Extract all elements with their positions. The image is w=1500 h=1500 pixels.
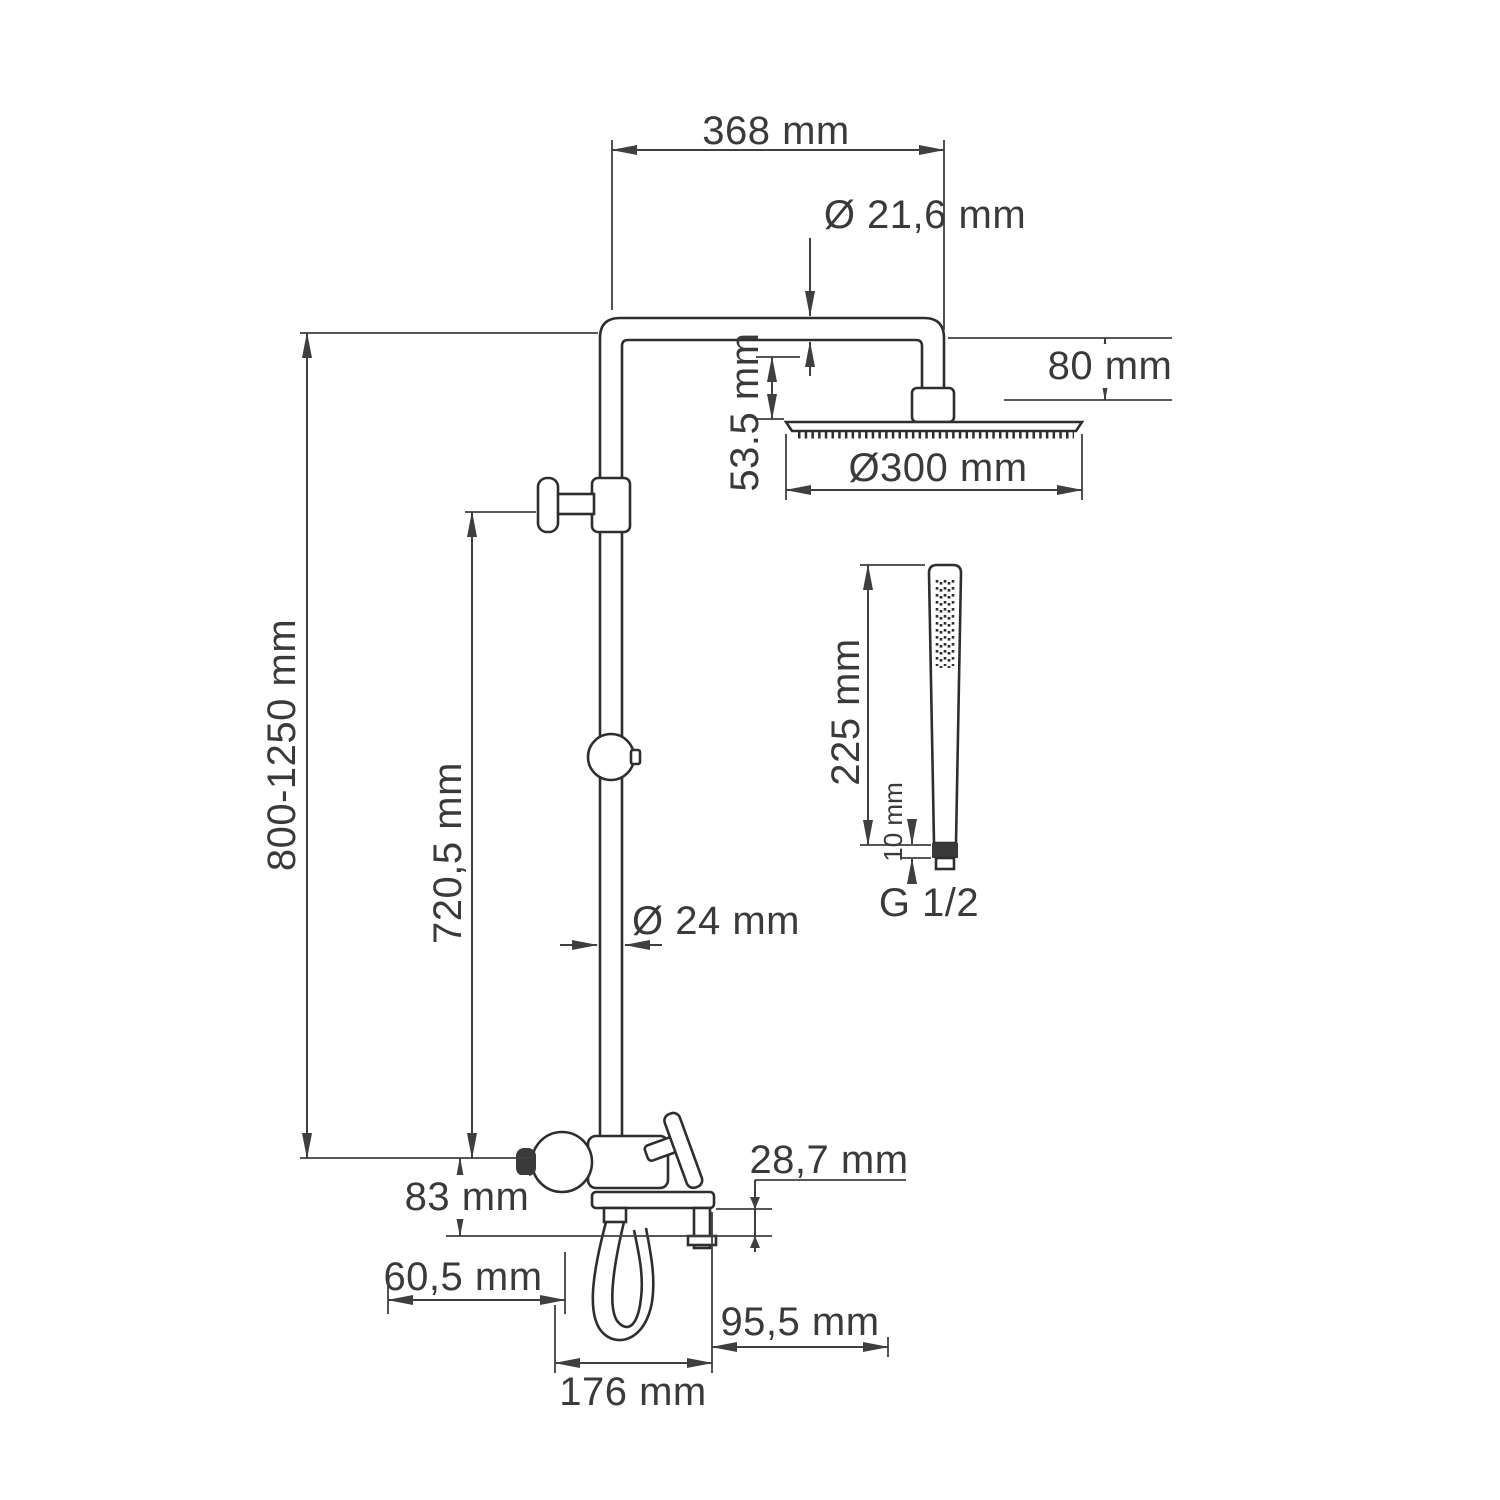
- pipe-inner-edge: [620, 338, 924, 1140]
- dimension-column-pipe-diameter: Ø 24 mm: [560, 899, 800, 950]
- dim-label: 80 mm: [1048, 344, 1173, 388]
- slider-holder-ring: [586, 732, 636, 782]
- dim-label: Ø 24 mm: [632, 899, 800, 943]
- dim-label: Ø300 mm: [848, 446, 1027, 490]
- dim-label: Ø 21,6 mm: [824, 193, 1026, 237]
- dim-label: 368 mm: [702, 109, 850, 153]
- wall-knob: [516, 1148, 536, 1176]
- dim-label: 95,5 mm: [720, 1300, 879, 1344]
- diverter-cap: [536, 476, 560, 534]
- diverter-stem: [554, 492, 596, 516]
- dimension-mixer-depth: 95,5 mm: [711, 1300, 889, 1357]
- mixer-assembly: [516, 1111, 718, 1342]
- mixer-lever-handle: [643, 1111, 704, 1190]
- slider-holder: [586, 732, 642, 782]
- thread-label: G 1/2: [879, 881, 979, 925]
- dimension-arm-pipe-diameter: Ø 21,6 mm: [805, 193, 1026, 376]
- dimension-head-diameter: Ø300 mm: [785, 434, 1083, 500]
- dim-label: 176 mm: [559, 1370, 707, 1414]
- hand-shower-handle: [927, 563, 963, 845]
- slider-holder-clamp: [629, 748, 642, 766]
- wall-flange: [530, 1130, 594, 1194]
- diverter-knob: [536, 476, 632, 534]
- dim-label: 83 mm: [405, 1175, 530, 1219]
- label-backing: [1046, 344, 1174, 388]
- hand-shower-spray-dots: [935, 580, 955, 668]
- dimension-arm-width: 368 mm: [611, 109, 945, 330]
- lever-blade: [663, 1111, 704, 1190]
- shower-column-pipe: [598, 316, 946, 1140]
- hose-connector: [602, 1206, 628, 1224]
- hand-shower-thread-nub: [934, 856, 956, 871]
- arrow-down: [750, 1197, 760, 1209]
- dimension-column-lower-section: 720,5 mm: [426, 511, 536, 1159]
- dimension-hand-shower-connector: 10 mm: [878, 782, 931, 884]
- dim-label: 10 mm: [878, 782, 908, 861]
- dimension-column-height: 800-1250 mm: [260, 332, 598, 1159]
- head-connector-nut: [910, 386, 956, 424]
- dim-label: 225 mm: [824, 638, 868, 786]
- hand-shower-ribbed-band: [932, 843, 958, 858]
- arrow-up: [750, 1236, 760, 1248]
- mixer-bracket: [590, 1190, 716, 1210]
- dim-label: 800-1250 mm: [260, 619, 304, 871]
- head-profile: [783, 420, 1085, 433]
- pipe-outer-edge: [598, 316, 946, 1140]
- dim-label: 53.5 mm: [723, 332, 767, 491]
- dimension-spout-drop: 28,7 mm: [716, 1138, 908, 1252]
- dim-label: 720,5 mm: [426, 762, 470, 944]
- dim-label: 28,7 mm: [749, 1138, 908, 1182]
- dimension-spout-reach: 60,5 mm: [383, 1252, 566, 1314]
- dimension-mixer-width: 176 mm: [554, 1212, 713, 1414]
- dimension-head-drop: 80 mm: [948, 337, 1174, 401]
- hose-outer-curve: [591, 1221, 655, 1342]
- diverter-sleeve: [590, 476, 632, 534]
- hand-shower: [927, 563, 963, 871]
- rain-shower-head: [783, 386, 1085, 439]
- label-backing: [405, 1175, 529, 1219]
- dim-label: 60,5 mm: [383, 1255, 542, 1299]
- dimension-hand-shower-length: 225 mm: [824, 564, 931, 846]
- dimension-mixer-height: 83 mm: [405, 1157, 530, 1237]
- hose-inner-curve: [611, 1221, 644, 1329]
- dimension-head-side-offset: 53.5 mm: [723, 332, 800, 492]
